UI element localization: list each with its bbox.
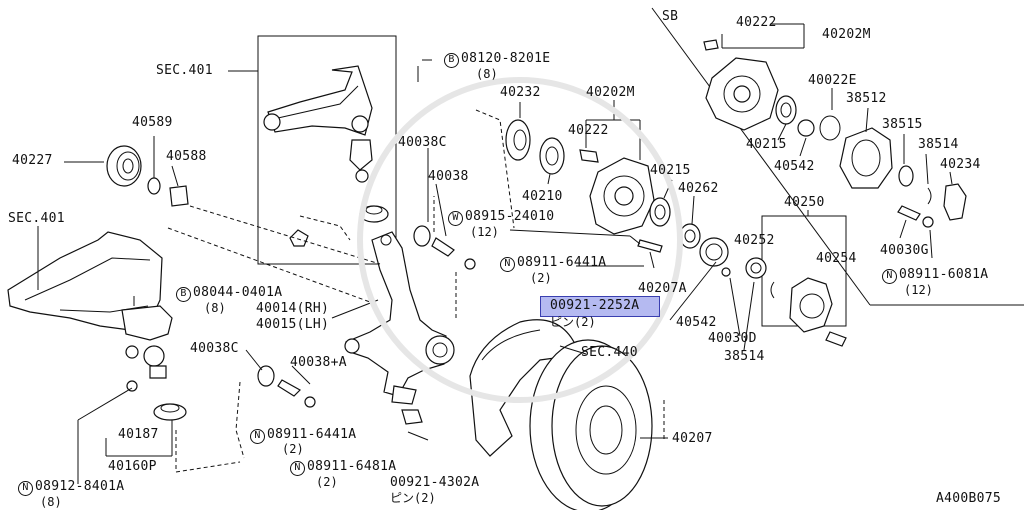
label-40542-middle[interactable]: 40542	[676, 315, 717, 330]
label-40215-sb[interactable]: 40215	[746, 137, 787, 152]
steering-knuckle	[344, 231, 455, 405]
label-40210[interactable]: 40210	[522, 189, 563, 204]
n-marker-icon: N	[500, 257, 515, 272]
brake-rotor	[529, 339, 653, 510]
label-40215-middle[interactable]: 40215	[650, 163, 691, 178]
bearing-40227	[106, 145, 189, 207]
n-marker-icon: N	[18, 481, 33, 496]
b-marker-icon: B	[444, 53, 459, 68]
qty-08044: (8)	[204, 301, 226, 315]
label-40015[interactable]: 40015(LH)	[256, 317, 330, 332]
qty-08120: (8)	[476, 67, 498, 81]
label-40160p[interactable]: 40160P	[108, 459, 157, 474]
label-sec440[interactable]: SEC.440	[581, 345, 638, 360]
leaders	[37, 23, 953, 484]
sb-divider-line	[651, 7, 871, 306]
label-40030g[interactable]: 40030G	[880, 243, 929, 258]
n-marker-icon: N	[882, 269, 897, 284]
label-40022e[interactable]: 40022E	[808, 73, 857, 88]
label-40207[interactable]: 40207	[672, 431, 713, 446]
label-38515[interactable]: 38515	[882, 117, 923, 132]
label-40038c-upper[interactable]: 40038C	[398, 135, 447, 150]
selected-part-highlight[interactable]	[540, 296, 660, 317]
label-40262[interactable]: 40262	[678, 181, 719, 196]
label-40227[interactable]: 40227	[12, 153, 53, 168]
label-40542-sb[interactable]: 40542	[774, 159, 815, 174]
label-00921-4302a[interactable]: 00921-4302A	[390, 475, 480, 490]
free-wheel-hub	[721, 215, 847, 347]
b-marker-icon: B	[176, 287, 191, 302]
label-40234[interactable]: 40234	[940, 157, 981, 172]
n-marker-icon: N	[250, 429, 265, 444]
label-40202m-middle[interactable]: 40202M	[586, 85, 635, 100]
label-40589[interactable]: 40589	[132, 115, 173, 130]
label-40252[interactable]: 40252	[734, 233, 775, 248]
label-40014[interactable]: 40014(RH)	[256, 301, 330, 316]
dust-shield	[469, 319, 577, 457]
qty-08912: (8)	[40, 495, 62, 509]
w-marker-icon: W	[448, 211, 463, 226]
qty-00921-4302a: ピン(2)	[390, 491, 436, 505]
label-40250[interactable]: 40250	[784, 195, 825, 210]
label-40254[interactable]: 40254	[816, 251, 857, 266]
qty-00921-2252a: ピン(2)	[550, 315, 596, 329]
dash-leaders	[167, 109, 665, 473]
qty-08911-6081a: (12)	[904, 283, 933, 297]
label-40030d[interactable]: 40030D	[708, 331, 757, 346]
upper-arm-box	[257, 35, 397, 265]
watermark	[357, 77, 683, 403]
bushings	[257, 225, 476, 441]
label-40038[interactable]: 40038	[428, 169, 469, 184]
hub-parts-middle	[505, 119, 729, 267]
lower-control-arm	[7, 231, 187, 421]
diagram-code: A400B075	[936, 491, 1002, 506]
label-38514-sb[interactable]: 38514	[918, 137, 959, 152]
qty-08911-6441a-upper: (2)	[530, 271, 552, 285]
label-40222-sb[interactable]: 40222	[736, 15, 777, 30]
label-40038c-lower[interactable]: 40038C	[190, 341, 239, 356]
qty-08915: (12)	[470, 225, 499, 239]
qty-08911-6441a-lower: (2)	[282, 442, 304, 456]
label-sec401-left[interactable]: SEC.401	[8, 211, 65, 226]
label-sec401-top[interactable]: SEC.401	[156, 63, 213, 78]
n-marker-icon: N	[290, 461, 305, 476]
label-40038a[interactable]: 40038+A	[290, 355, 347, 370]
qty-08911-6481a: (2)	[316, 475, 338, 489]
label-40207a[interactable]: 40207A	[638, 281, 687, 296]
label-40232[interactable]: 40232	[500, 85, 541, 100]
label-38512[interactable]: 38512	[846, 91, 887, 106]
label-00921-2252a[interactable]: 00921-2252A	[550, 298, 640, 313]
label-40202m-sb[interactable]: 40202M	[822, 27, 871, 42]
label-40588[interactable]: 40588	[166, 149, 207, 164]
label-38514-lower[interactable]: 38514	[724, 349, 765, 364]
hub-parts-sb	[703, 39, 967, 228]
upper-control-arm	[263, 65, 389, 247]
label-40187[interactable]: 40187	[118, 427, 159, 442]
label-40222-middle[interactable]: 40222	[568, 123, 609, 138]
label-sb: SB	[662, 9, 679, 24]
